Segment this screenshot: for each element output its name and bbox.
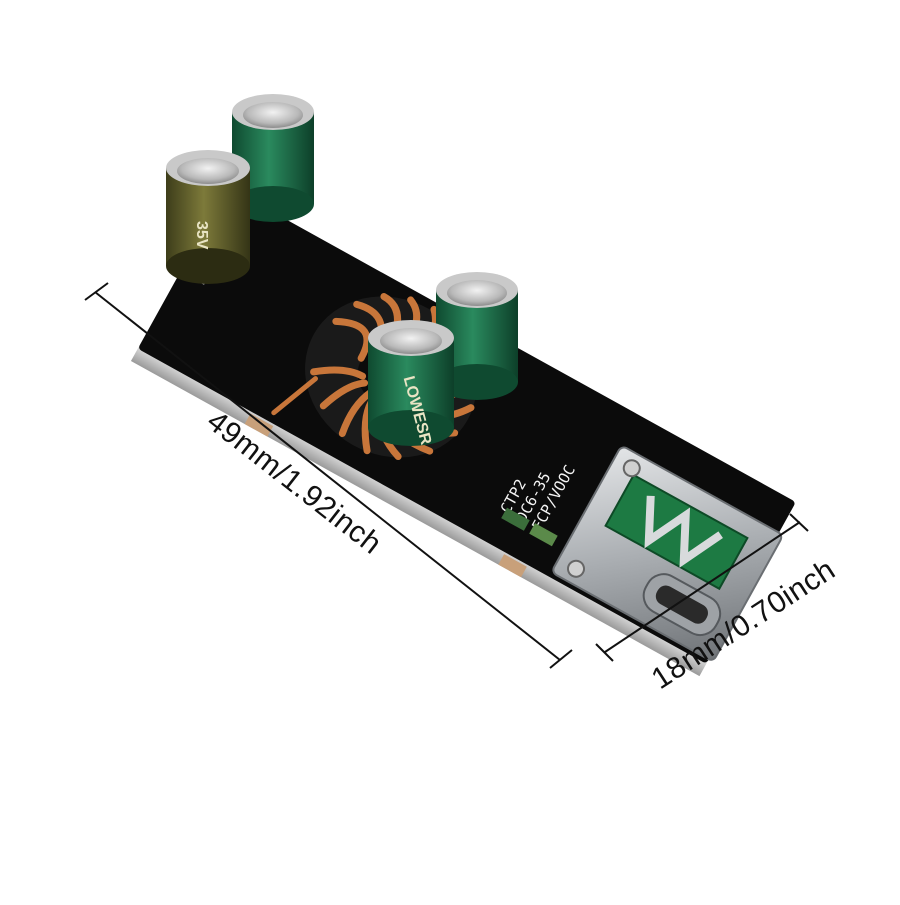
width-dimension [595,513,809,662]
length-dimension [84,282,573,669]
smd-led [529,523,558,547]
capacitor-voltage-label: 35V [193,221,210,250]
capacitor-4: LOWESR [368,320,454,447]
usb-c-connector [552,446,783,661]
smd-pad [244,413,274,437]
pcb-edge [130,346,708,677]
smd-pad [498,554,527,578]
capacitor-2: 35V [166,150,250,284]
smd-led [501,507,530,531]
